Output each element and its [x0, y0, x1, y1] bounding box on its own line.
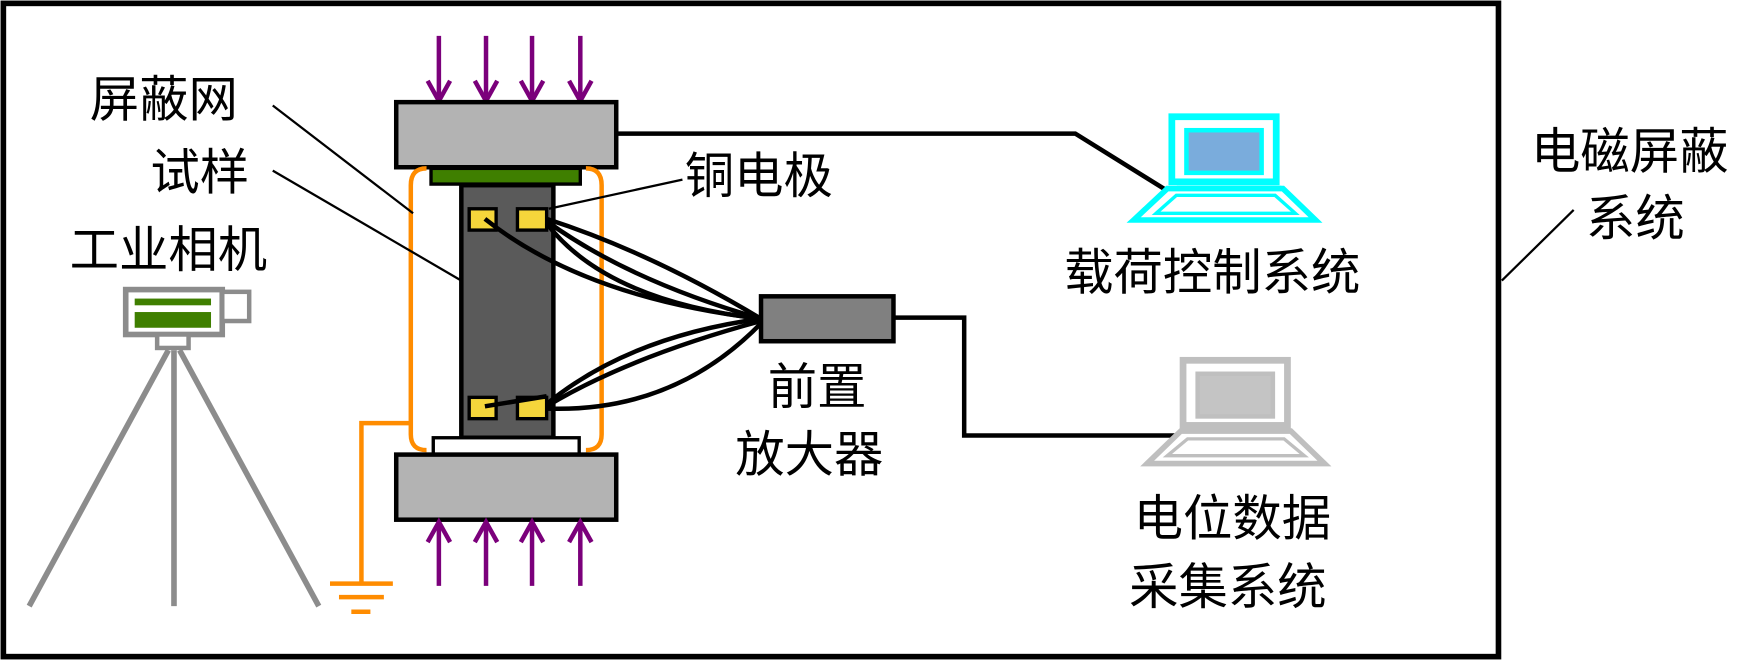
- bottom-platen: [393, 452, 619, 522]
- copper-electrode: [515, 207, 549, 232]
- lead-wires: [483, 216, 763, 412]
- copper-electrode: [467, 395, 498, 421]
- enclosure-label-line2: 系统: [1586, 190, 1685, 248]
- enclosure-leader: [1501, 209, 1575, 282]
- lead-wire: [545, 316, 762, 406]
- load-arrow-up-icon: [425, 517, 453, 586]
- preamp-label-line2: 放大器: [735, 425, 883, 483]
- lead-wire: [545, 219, 762, 321]
- load-arrow-up-icon: [472, 517, 500, 586]
- industrial-camera-label: 工业相机: [70, 221, 268, 279]
- shielding-enclosure: [0, 0, 1502, 660]
- potential-daq-label-line1: 电位数据: [1134, 489, 1332, 547]
- load-arrow-up-icon: [567, 517, 594, 586]
- load-arrow-up-icon: [518, 517, 546, 586]
- ground-wire: [359, 420, 411, 584]
- potential-daq-computer-icon: [1140, 356, 1332, 467]
- preamp-label-line1: 前置: [768, 358, 867, 416]
- lead-wire: [484, 394, 547, 409]
- potential-daq-label-line2: 采集系统: [1129, 558, 1327, 616]
- top-platen: [393, 99, 619, 170]
- lead-wire: [545, 216, 763, 321]
- shield-mesh-label: 屏蔽网: [90, 71, 238, 129]
- load-control-computer-icon: [1126, 113, 1323, 223]
- tripod-icon: [26, 348, 322, 608]
- lead-wire: [544, 221, 762, 322]
- ground-icon: [330, 581, 393, 614]
- enclosure-label-line1: 电磁屏蔽: [1531, 122, 1729, 180]
- lead-wire: [546, 321, 763, 412]
- bottom-insulating-pad: [431, 436, 581, 457]
- bottom-load-arrows: [425, 517, 594, 586]
- shield-mesh-left: [408, 166, 427, 453]
- daq-cable: [893, 315, 1177, 438]
- top-insulating-pad: [429, 166, 582, 186]
- preamplifier: [758, 294, 896, 344]
- industrial-camera-icon: [122, 286, 252, 351]
- specimen-label: 试样: [150, 144, 249, 202]
- specimen-leader: [272, 169, 462, 282]
- load-control-label: 载荷控制系统: [1064, 244, 1360, 302]
- lead-wire: [545, 318, 762, 409]
- control-cable: [616, 131, 1169, 193]
- copper-electrode-label: 铜电极: [685, 147, 833, 205]
- shield-mesh-right: [585, 166, 604, 453]
- electrode-leader: [548, 178, 683, 210]
- shield-mesh-leader: [272, 104, 414, 215]
